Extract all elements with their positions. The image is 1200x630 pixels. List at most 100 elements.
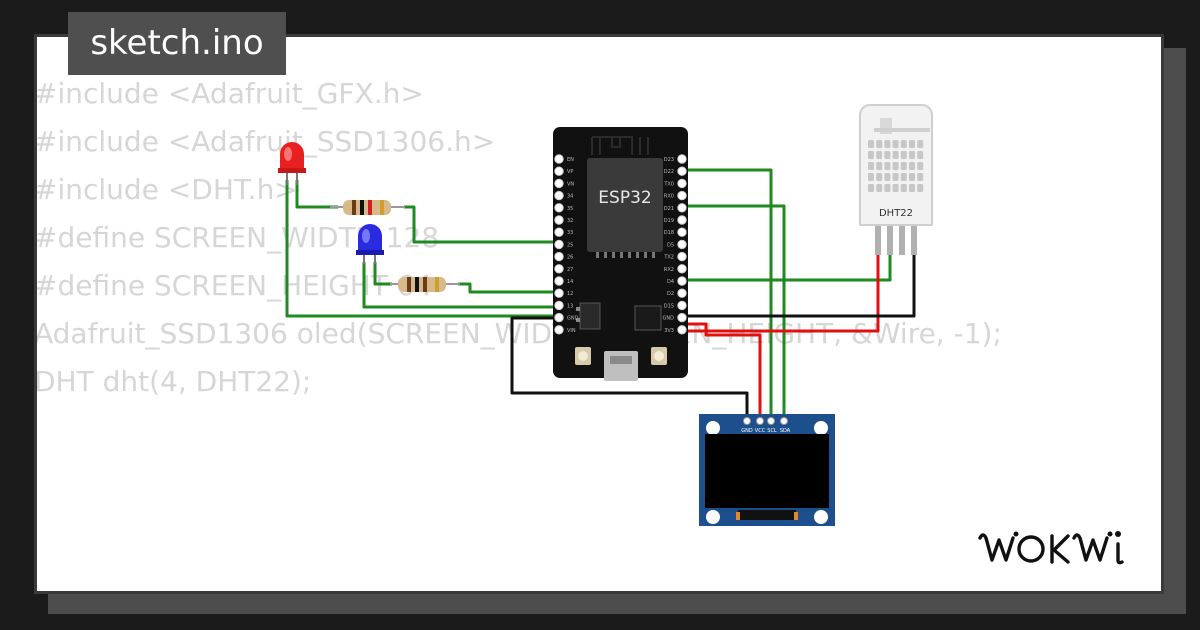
wire-oled-scl [682,204,786,420]
esp32-pin-label: 26 [567,255,573,261]
dht22-vent [900,140,907,148]
dht22-vent [892,173,899,181]
code-line: #define SCREEN_WIDTH 128 [34,221,440,254]
esp32-pin-label: D21 [664,206,674,212]
dht22-vent [876,162,883,170]
wire-oled-vcc [682,322,762,420]
dht22-vent [876,173,883,181]
esp32-pin-label: D22 [664,169,674,175]
dht22-vent [892,184,899,192]
code-line: #include <Adafruit_SSD1306.h> [34,125,496,158]
dht22-vent [876,140,883,148]
dht22-vent [909,173,915,181]
code-line: #define SCREEN_HEIGHT 64 [34,269,433,302]
file-tab[interactable]: sketch.ino [68,12,286,75]
wire-oled-sda [682,168,773,420]
esp32-pin [677,251,687,262]
esp32-pin [554,190,564,201]
esp32-pin [554,154,564,164]
dht22-vent [892,140,899,148]
esp32-left-pins [554,154,564,335]
dht22-vent [884,173,891,181]
esp32-pin-label: D18 [664,230,674,236]
dht22-vent [917,140,924,148]
esp32-pin [554,251,564,262]
esp32-pin-label: 35 [567,206,573,212]
esp32-pin [677,227,687,237]
esp32-pin [677,300,687,311]
esp32-pin-label: D19 [664,218,674,224]
esp32-pin [554,312,564,323]
wire-dht-gnd [682,252,916,318]
dht22-vent [917,173,924,181]
dht22-vent [917,151,924,159]
led-red [278,142,306,185]
wire-resistor-blue-gpio [458,282,556,294]
esp32-pin [554,166,564,176]
esp32-pin-label: 34 [567,194,573,200]
oled-pin-label: SDA [780,428,791,434]
esp32-pin [677,203,687,213]
oled-pin-label: VCC [755,428,766,434]
wire-dht-vcc [682,252,880,333]
dht22-vent [892,151,899,159]
esp32-pin-label: D5 [667,242,674,248]
dht22-vent [900,184,907,192]
esp32-pin-label: EN [567,157,574,163]
esp32-pin [677,325,687,335]
dht22-vent [884,151,891,159]
dht22-vent [868,184,874,192]
esp32-pin-label: 25 [567,242,573,248]
dht22-vent [909,140,915,148]
dht22-vent [876,184,883,192]
esp32-pin [677,154,687,164]
led-blue [356,224,384,264]
dht22-label: DHT22 [879,208,913,219]
esp32-pin-label: 13 [567,303,573,309]
esp32-pin [554,239,564,250]
esp32-pin [677,178,687,189]
esp32-pin [554,203,564,213]
esp32-pin [677,166,687,176]
esp32-pin-label: GND [663,316,675,322]
wire-led-blue-resistor [373,262,392,286]
dht22-vent [884,140,891,148]
esp32-pin-label: 12 [567,291,573,297]
dht22-vent [900,173,907,181]
esp32-pin [554,300,564,311]
esp32-pin-label: RX2 [664,267,674,273]
esp32-pin [554,288,564,298]
esp32-pin [554,215,564,225]
esp32-pin-label: D15 [664,303,674,309]
wire-resistor-red-gpio [404,205,556,244]
esp32-pin-label: 14 [567,279,573,285]
esp32-pin [677,264,687,274]
esp32-pin [554,276,564,286]
dht22-vent [900,162,907,170]
dht22-vent [876,151,883,159]
wokwi-logo-mark [978,531,1124,565]
wire-led-red-gnd [285,180,556,318]
esp32-pin-label: VN [567,181,574,187]
esp32-label: ESP32 [598,188,651,208]
esp32-pin [554,178,564,189]
dht22-vent [868,173,874,181]
esp32-pin [677,312,687,323]
dht22-vent [909,151,915,159]
esp32-pin-label: TX0 [663,181,674,187]
esp32-pin-label: RX0 [664,194,674,200]
dht22-vent [868,151,874,159]
wire-dht-data [682,252,892,282]
code-line: #include <Adafruit_GFX.h> [34,77,424,110]
esp32-pin-label: D4 [667,279,674,285]
oled-pin-label: GND [741,428,753,434]
dht22-vent [868,140,874,148]
esp32-pin-label: TX2 [663,255,674,261]
esp32-pin [677,276,687,286]
dht22-vent [917,184,924,192]
esp32-pin-label: D2 [667,291,674,297]
dht22-vent [909,162,915,170]
dht22-vent [884,184,891,192]
